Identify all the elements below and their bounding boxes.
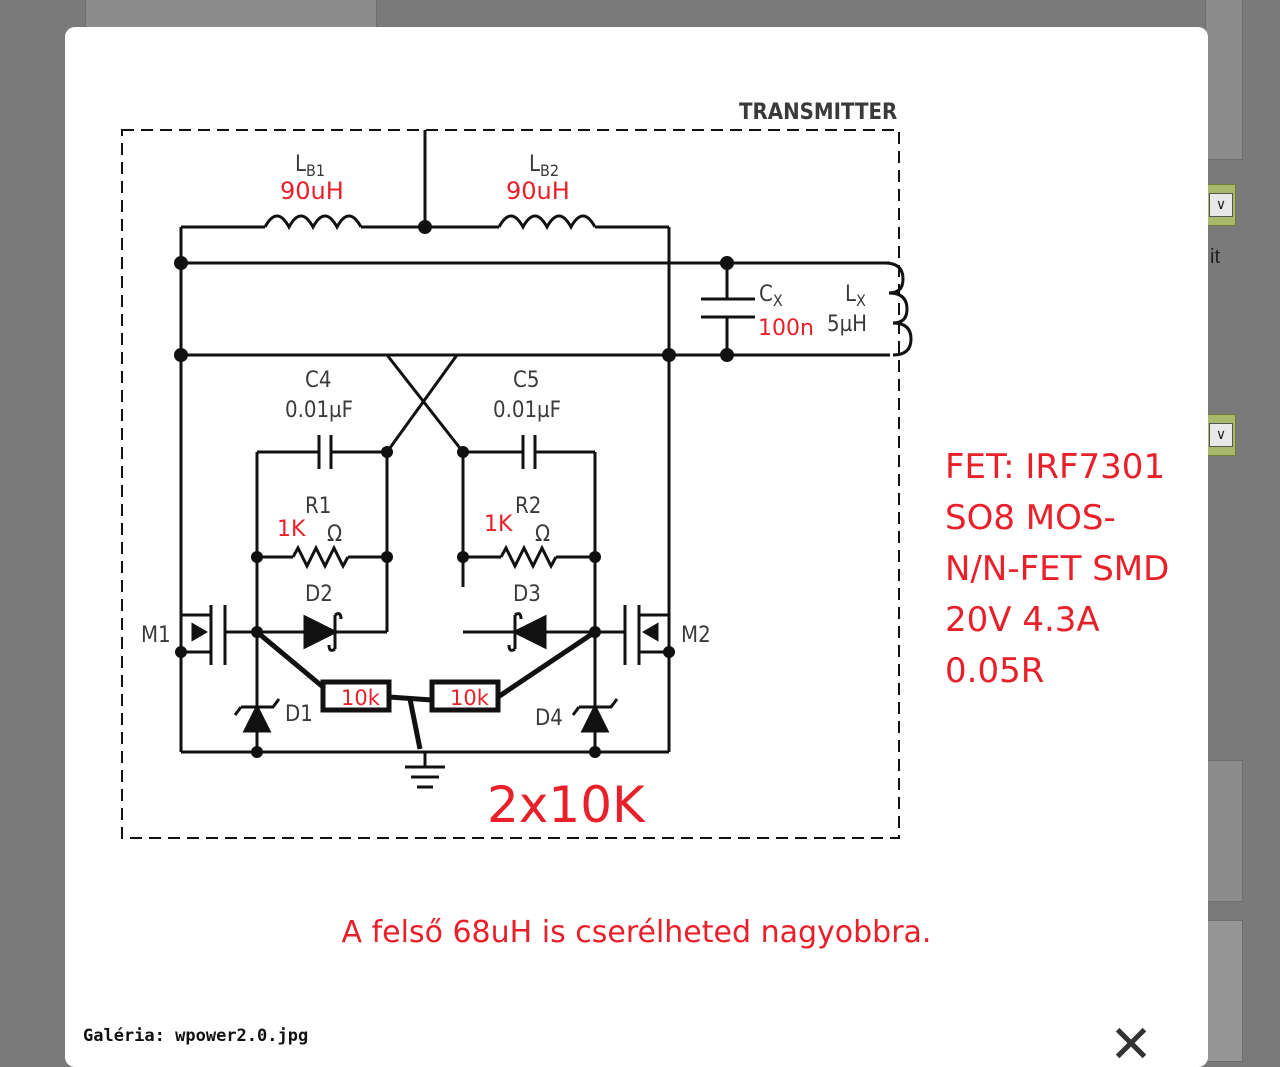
inductor-lx — [884, 261, 913, 357]
resistor-r1 — [291, 544, 350, 570]
annotation-10k-right: 10k — [450, 686, 490, 710]
label-c4: C4 — [305, 368, 331, 393]
transmitter-title: TRANSMITTER — [739, 100, 897, 125]
background-sidebar-panel — [1205, 0, 1243, 160]
zener-d4 — [580, 703, 610, 733]
background-text: it — [1210, 246, 1220, 268]
fet-info-line-3: N/N-FET SMD — [945, 549, 1169, 589]
label-r1-ohm: Ω — [327, 522, 342, 547]
zener-d1 — [242, 703, 272, 733]
label-m2: M2 — [681, 623, 711, 648]
label-d1: D1 — [285, 702, 313, 727]
label-r2: R2 — [515, 494, 541, 519]
label-c4-value: 0.01µF — [285, 398, 353, 423]
background-sidebar-panel-2 — [1205, 760, 1243, 902]
annotation-2x10k: 2x10K — [487, 776, 646, 834]
gallery-filename: wpower2.0.jpg — [175, 1026, 309, 1046]
label-lb2: LB2 — [529, 152, 559, 180]
transmitter-box — [121, 129, 900, 839]
label-m1: M1 — [141, 623, 171, 648]
annotation-cx-value: 100n — [758, 316, 814, 341]
label-c5-value: 0.01µF — [493, 398, 561, 423]
background-select-1[interactable]: ∨ — [1206, 184, 1236, 226]
label-c5: C5 — [513, 368, 539, 393]
fet-info-line-2: SO8 MOS- — [945, 498, 1116, 538]
inductor-lb2 — [497, 214, 597, 231]
gallery-image: TRANSMITTER LB1 LB2 CX LX 5µH C4 0.01µF … — [65, 27, 1208, 1027]
label-lb1: LB1 — [295, 152, 325, 180]
background-thumbnail-panel — [85, 0, 377, 28]
close-button[interactable]: ✕ — [1109, 1019, 1153, 1067]
junction-dots — [174, 220, 734, 758]
close-icon: ✕ — [1109, 1015, 1153, 1067]
label-d4: D4 — [535, 706, 563, 731]
label-d3: D3 — [513, 582, 541, 607]
background-select-2[interactable]: ∨ — [1206, 414, 1236, 456]
label-r1: R1 — [305, 494, 331, 519]
gallery-label: Galéria: — [83, 1026, 165, 1046]
resistor-r2 — [499, 544, 558, 570]
lightbox-modal: TRANSMITTER LB1 LB2 CX LX 5µH C4 0.01µF … — [65, 27, 1208, 1067]
annotation-r2-value: 1K — [484, 512, 513, 537]
fet-info-line-4: 20V 4.3A — [945, 600, 1100, 640]
fet-info-line-5: 0.05R — [945, 651, 1044, 691]
fet-info-block: FET: IRF7301 SO8 MOS- N/N-FET SMD 20V 4.… — [945, 447, 1169, 691]
image-caption: A felső 68uH is cserélheted nagyobbra. — [341, 915, 932, 950]
fet-info-line-1: FET: IRF7301 — [945, 447, 1165, 487]
label-cx: CX — [759, 282, 783, 310]
resistor-10k-left — [320, 679, 392, 713]
diode-d3 — [511, 614, 547, 650]
label-d2: D2 — [305, 582, 333, 607]
background-sidebar-panel-3 — [1205, 920, 1243, 1062]
gallery-filename-label: Galéria: wpower2.0.jpg — [83, 1026, 308, 1046]
annotation-lb1-value: 90uH — [280, 177, 344, 205]
inductor-lb1 — [263, 214, 363, 231]
chevron-down-icon: ∨ — [1209, 193, 1233, 217]
annotation-lb2-value: 90uH — [506, 177, 570, 205]
annotation-10k-left: 10k — [341, 686, 381, 710]
label-lx-value: 5µH — [827, 312, 867, 337]
label-lx: LX — [845, 282, 866, 310]
chevron-down-icon: ∨ — [1209, 423, 1233, 447]
diode-d2 — [303, 614, 339, 650]
annotation-r1-value: 1K — [277, 517, 306, 542]
circuit-schematic: TRANSMITTER LB1 LB2 CX LX 5µH C4 0.01µF … — [121, 100, 1169, 839]
label-r2-ohm: Ω — [535, 522, 550, 547]
